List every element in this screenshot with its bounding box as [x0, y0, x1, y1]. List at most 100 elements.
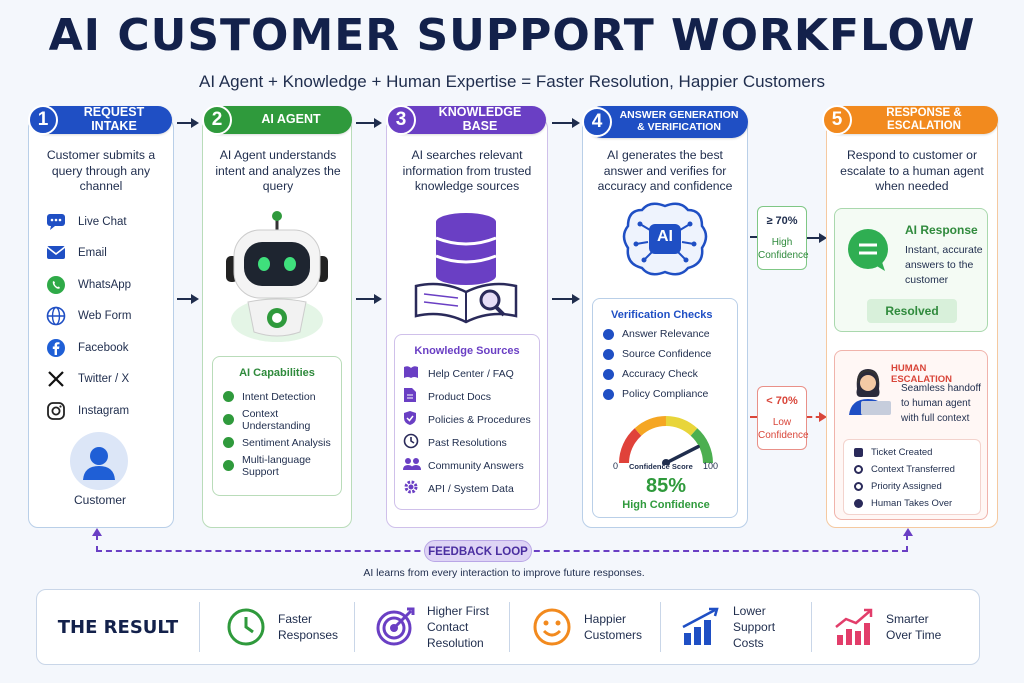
check-icon — [603, 368, 614, 380]
database-illustration — [408, 208, 528, 328]
arrow-1-2-mid — [177, 294, 199, 304]
human-escalation-box: HUMAN ESCALATION Seamless handoff to hum… — [834, 350, 988, 520]
confidence-value: 85% — [645, 475, 687, 497]
gauge-label: Confidence Score — [629, 462, 693, 471]
verification-title: Verification Checks — [611, 309, 713, 321]
arrow-3-4 — [552, 118, 580, 128]
gear-icon — [403, 479, 419, 498]
transfer-icon — [854, 465, 863, 474]
clock-icon — [227, 608, 265, 646]
ai-response-box: AI Response Instant, accurate answers to… — [834, 208, 988, 332]
check-item: Source Confidence — [603, 344, 737, 364]
step1-desc: Customer submits a query through any cha… — [46, 148, 156, 193]
robot-illustration — [218, 210, 336, 348]
result-divider — [660, 602, 661, 652]
capability-item: Sentiment Analysis — [223, 431, 341, 454]
step5-desc: Respond to customer or escalate to a hum… — [840, 148, 984, 193]
escalation-step: Ticket Created — [854, 444, 980, 461]
check-item: Answer Relevance — [603, 324, 737, 344]
bar-chart-icon — [682, 607, 719, 645]
arrow-2-3-mid — [356, 294, 382, 304]
step4-label: ANSWER GENERATION & VERIFICATION — [619, 109, 739, 133]
result-divider — [354, 602, 355, 652]
verification-box: Verification Checks Answer Relevance Sou… — [592, 298, 738, 518]
source-item: Policies & Procedures — [403, 408, 539, 431]
globe-icon — [46, 306, 66, 326]
feedback-loop-desc: AI learns from every interaction to impr… — [363, 567, 645, 579]
priority-icon — [854, 482, 863, 491]
confidence-caption: High Confidence — [622, 499, 710, 511]
step4-desc: AI generates the best answer and verifie… — [597, 148, 733, 193]
source-item: Past Resolutions — [403, 431, 539, 454]
step4-number: 4 — [582, 107, 612, 137]
feedback-loop-badge: FEEDBACK LOOP — [424, 540, 532, 562]
knowledge-sources-title: Knowledge Sources — [414, 345, 520, 357]
ai-chip-label: AI — [657, 228, 673, 245]
growth-chart-icon — [835, 608, 873, 645]
human-escalation-title: HUMAN ESCALATION — [891, 363, 953, 385]
step5-label: RESPONSE & ESCALATION — [886, 107, 962, 132]
result-title: THE RESULT — [57, 616, 179, 638]
whatsapp-icon — [46, 275, 66, 295]
result-divider — [509, 602, 510, 652]
source-item: API / System Data — [403, 477, 539, 500]
arrow-1-2 — [177, 118, 199, 128]
check-icon — [223, 414, 234, 425]
channel-web-form: Web Form — [46, 301, 166, 333]
check-icon — [223, 460, 234, 471]
step5-number: 5 — [822, 105, 852, 135]
book-icon — [403, 365, 419, 382]
step1-label: REQUEST INTAKE — [83, 105, 145, 133]
step1-header: 1 REQUEST INTAKE — [28, 105, 172, 135]
target-icon — [376, 607, 415, 646]
customer-label: Customer — [73, 493, 126, 507]
shield-icon — [403, 410, 419, 429]
check-icon — [603, 348, 614, 360]
low-confidence-badge: < 70% Low Confidence — [757, 386, 809, 450]
channel-list: Live Chat Email WhatsApp Web Form Facebo… — [46, 206, 166, 427]
check-icon — [223, 391, 234, 402]
instagram-icon — [46, 401, 66, 421]
feedback-arrowhead-left — [92, 528, 102, 536]
chat-bubble-icon — [848, 229, 888, 271]
arrow-low-head — [819, 412, 827, 422]
ai-response-desc: Instant, accurate answers to the custome… — [905, 244, 983, 286]
escalation-step: Human Takes Over — [854, 495, 980, 512]
ai-capabilities-title: AI Capabilities — [239, 367, 315, 379]
human-escalation-desc: Seamless handoff to human agent with ful… — [901, 383, 981, 424]
escalation-step: Priority Assigned — [854, 478, 980, 495]
step2-number: 2 — [202, 105, 232, 135]
brain-icon — [622, 202, 708, 276]
channel-facebook: Facebook — [46, 332, 166, 364]
person-icon — [83, 447, 115, 480]
email-icon — [46, 243, 66, 263]
customer-avatar — [70, 432, 128, 490]
step3-header: 3 KNOWLEDGE BASE — [386, 105, 546, 135]
check-icon — [223, 437, 234, 448]
feedback-arrowhead-right — [903, 528, 913, 536]
escalation-step: Context Transferred — [854, 461, 980, 478]
step4-header: 4 ANSWER GENERATION & VERIFICATION — [582, 106, 748, 138]
channel-email: Email — [46, 238, 166, 270]
ticket-icon — [854, 448, 863, 457]
knowledge-sources-box: Knowledge Sources Help Center / FAQ Prod… — [394, 334, 540, 510]
ai-capabilities-box: AI Capabilities Intent Detection Context… — [212, 356, 342, 496]
database-book-icon — [414, 213, 518, 324]
step5-header: 5 RESPONSE & ESCALATION — [822, 105, 998, 135]
arrow-low — [807, 416, 821, 418]
step2-header: 2 AI AGENT — [202, 105, 352, 135]
channel-live-chat: Live Chat — [46, 206, 166, 238]
history-icon — [403, 433, 419, 452]
agent-headset-icon — [849, 369, 891, 415]
ai-response-title: AI Response — [905, 223, 978, 237]
capability-item: Multi-language Support — [223, 454, 341, 478]
channel-whatsapp: WhatsApp — [46, 269, 166, 301]
resolved-badge: Resolved — [867, 299, 957, 323]
check-item: Policy Compliance — [603, 384, 737, 404]
step2-label: AI AGENT — [261, 112, 321, 127]
